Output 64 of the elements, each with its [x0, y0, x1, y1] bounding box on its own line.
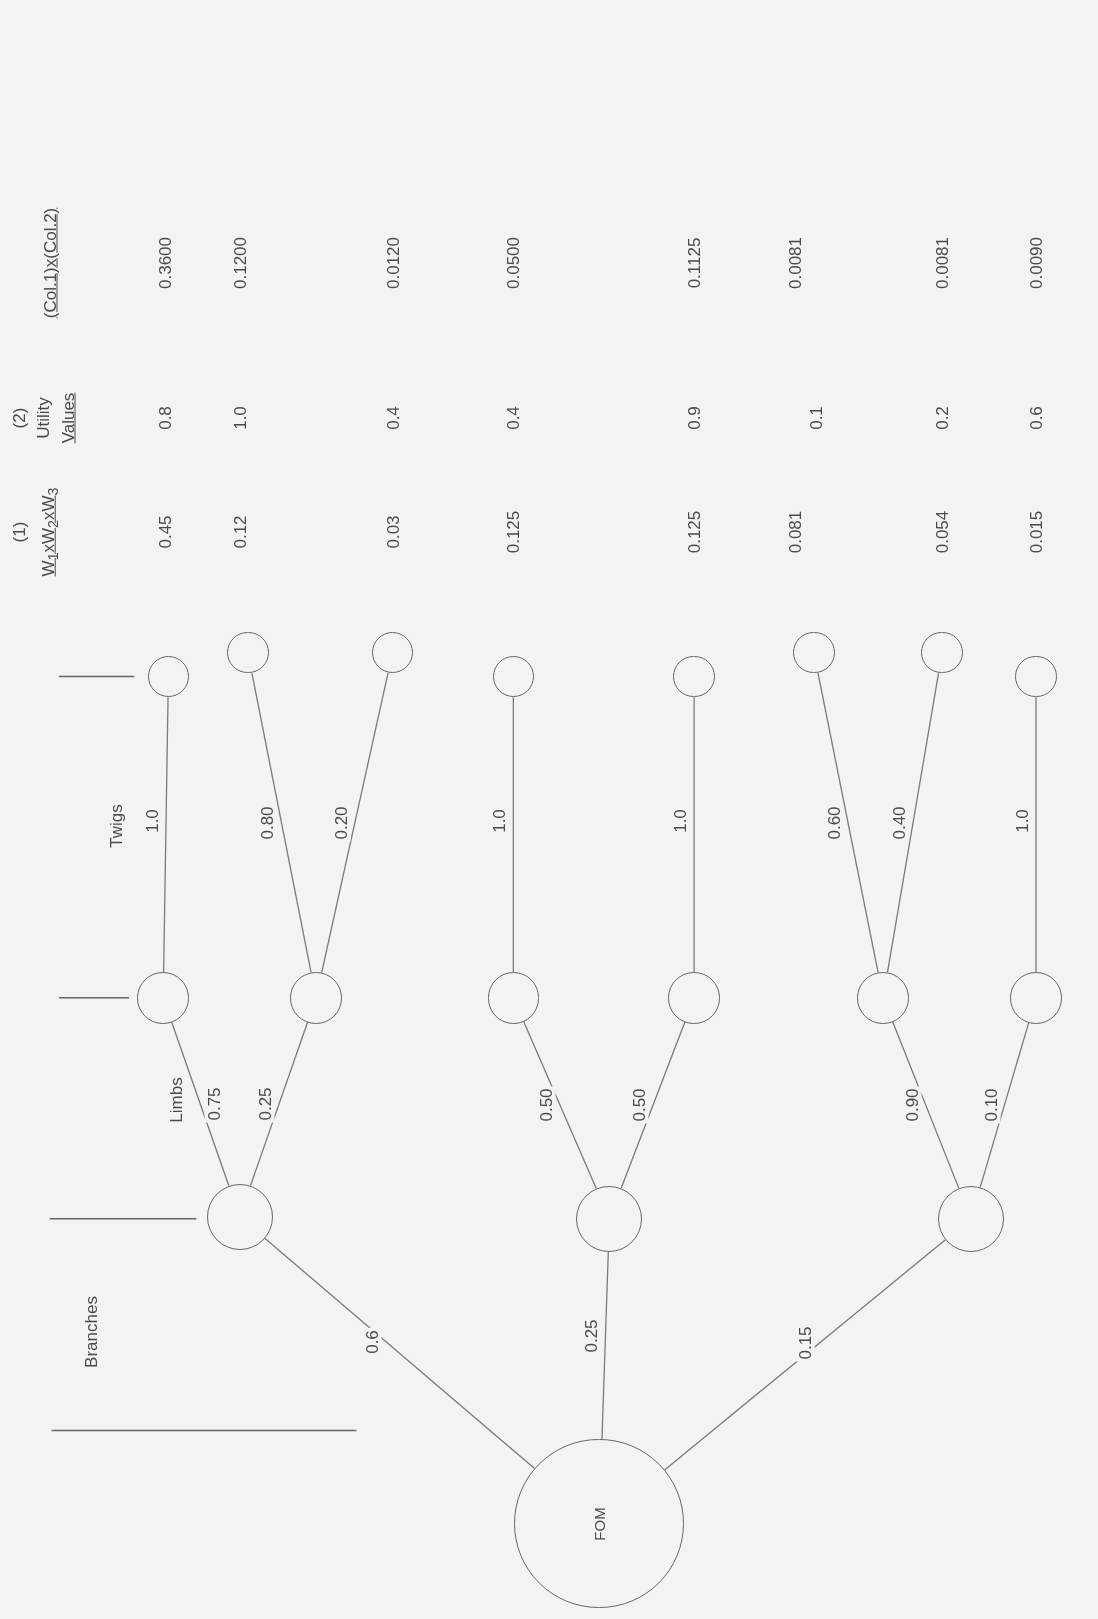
connector-line	[249, 1021, 309, 1187]
table-value: 0.3600	[156, 237, 174, 290]
tree-circle	[1015, 655, 1057, 698]
connector-line	[321, 672, 389, 974]
connector-line	[523, 1020, 597, 1190]
tree-circle	[227, 632, 269, 674]
table-value: 0.0090	[1027, 237, 1045, 290]
column-heading: (1)	[10, 521, 28, 543]
table-value: 0.0500	[504, 237, 522, 290]
column-heading: Utility	[34, 397, 52, 440]
tree-circle	[668, 971, 720, 1024]
table-value: 0.8	[156, 406, 174, 431]
table-value: 0.125	[504, 510, 522, 554]
connector-line	[251, 672, 312, 974]
edge-label: 0.15	[795, 1324, 815, 1362]
table-value: 0.0120	[384, 237, 401, 290]
table-value: 0.1125	[685, 238, 703, 289]
table-value: 0.015	[1027, 510, 1045, 554]
connector-line	[663, 1239, 947, 1471]
node-label: FOM	[590, 1506, 608, 1541]
tree-circle	[673, 655, 715, 698]
column-heading: (2)	[10, 407, 28, 429]
connector-line	[693, 696, 695, 973]
table-value: 0.1200	[231, 237, 249, 290]
tree-circle	[921, 632, 963, 674]
connector-line	[892, 1021, 960, 1189]
table-value: 0.12	[231, 515, 249, 549]
tree-circle	[492, 655, 534, 698]
connector-line	[171, 1021, 230, 1187]
tree-circle	[147, 655, 189, 698]
connector-line	[817, 672, 879, 974]
table-value: 0.03	[384, 515, 401, 549]
tree-circle	[371, 632, 414, 674]
connector-line	[1035, 696, 1037, 973]
table-value: 0.081	[786, 510, 804, 554]
connector-line	[512, 696, 514, 973]
table-value: 0.1	[807, 406, 825, 431]
tree-circle	[857, 971, 909, 1024]
tree-circle	[1010, 971, 1062, 1024]
table-value: 1.0	[231, 406, 249, 431]
tree-circle	[793, 632, 835, 674]
column-heading: Twigs	[107, 804, 125, 849]
column-heading: Branches	[82, 1296, 100, 1369]
table-value: 0.054	[933, 510, 951, 554]
table-value: 0.6	[1027, 406, 1045, 431]
table-value: 0.0081	[786, 237, 804, 290]
table-value: 0.45	[156, 515, 174, 549]
table-value: 0.4	[384, 406, 401, 431]
table-value: 0.4	[504, 406, 522, 431]
column-heading: Limbs	[167, 1077, 185, 1123]
table-value: 0.125	[685, 510, 703, 554]
column-heading: (Col.1)x(Col.2)	[41, 208, 59, 319]
connector-line	[979, 1021, 1030, 1188]
connector-line	[886, 672, 940, 973]
tree-circle	[290, 971, 342, 1024]
connector-line	[601, 1251, 609, 1440]
table-value: 0.9	[685, 406, 703, 431]
tree-circle	[137, 971, 189, 1024]
column-heading: Values	[59, 392, 77, 444]
table-value: 0.0081	[933, 237, 951, 290]
connector-line	[620, 1021, 686, 1189]
connector-line	[162, 696, 169, 973]
table-value: 0.2	[933, 406, 951, 431]
connector-line	[264, 1237, 536, 1470]
